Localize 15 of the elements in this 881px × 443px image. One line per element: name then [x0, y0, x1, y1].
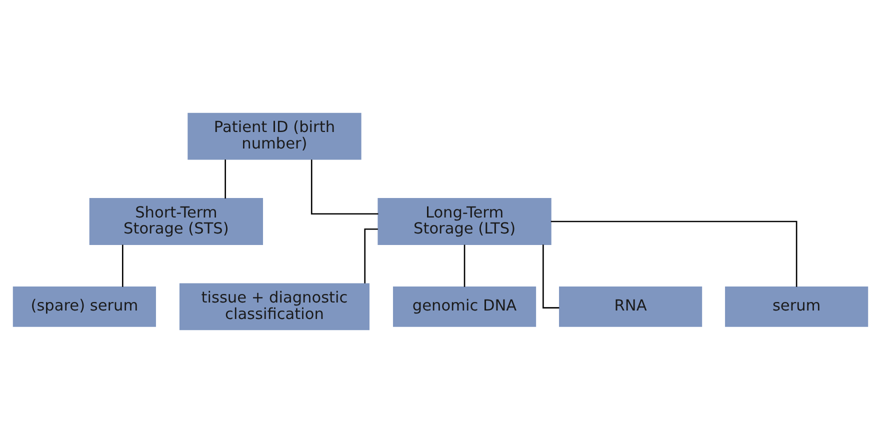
node-box: RNA [559, 286, 702, 327]
connector [542, 244, 560, 308]
node-box: Patient ID (birth number) [188, 112, 362, 160]
connector [464, 244, 466, 287]
node-box: genomic DNA [393, 286, 536, 327]
connector [364, 228, 378, 284]
connector [224, 160, 226, 199]
node-box: serum [725, 286, 868, 327]
node-box: Short-Term Storage (STS) [89, 198, 263, 245]
node-box: tissue + diagnostic classification [179, 283, 370, 330]
node-box: (spare) serum [12, 286, 156, 327]
node-box: Long-Term Storage (LTS) [378, 198, 552, 245]
connector [550, 220, 798, 287]
connector [122, 244, 124, 287]
connector [310, 160, 378, 214]
